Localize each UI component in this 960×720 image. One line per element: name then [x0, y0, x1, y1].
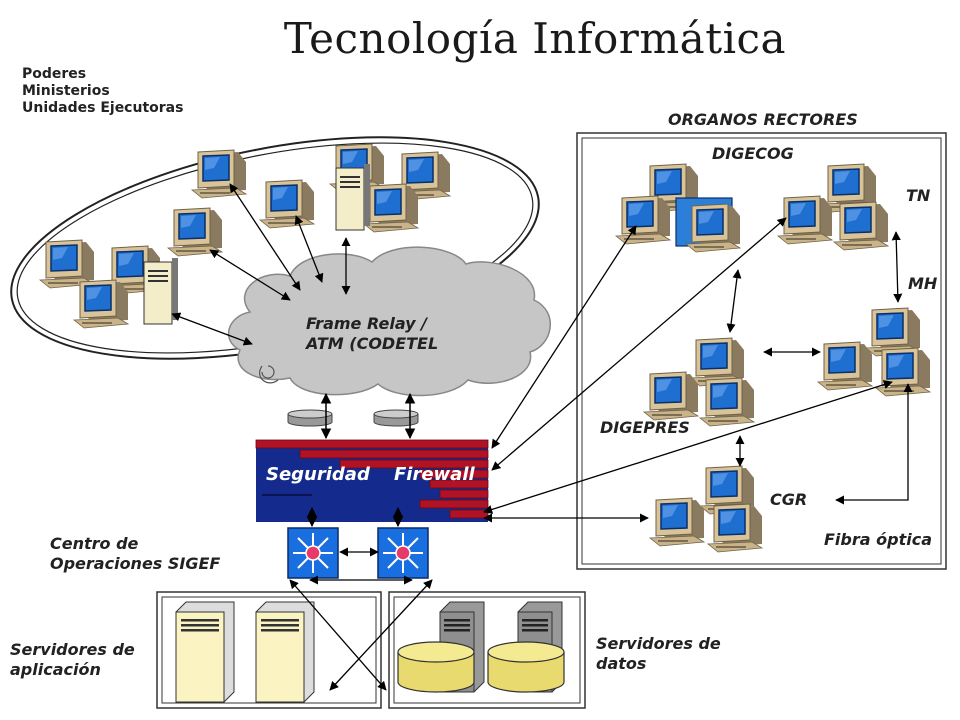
pc-icon	[259, 179, 315, 229]
app-server-icon	[255, 601, 315, 703]
digepres-label: DIGEPRES	[600, 418, 690, 437]
cgr-label: CGR	[770, 490, 808, 509]
server-tower-icon	[335, 163, 371, 231]
centro-operaciones-label: Centro de Operaciones SIGEF	[50, 534, 221, 573]
firewall-right-label: Firewall	[394, 464, 475, 485]
data-servers-label: Servidores de datos	[596, 634, 721, 673]
app-servers-label: Servidores de aplicación	[10, 640, 135, 679]
disk-icon	[397, 641, 475, 693]
pc-icon	[167, 207, 223, 257]
pc-icon	[833, 201, 889, 251]
app-server-icon	[175, 601, 235, 703]
fibra-optica-label: Fibra óptica	[824, 530, 932, 549]
firewall-wall	[255, 439, 489, 522]
pc-icon	[699, 377, 755, 427]
organos-rectores-label: ORGANOS RECTORES	[668, 110, 858, 129]
pc-icon	[73, 279, 129, 329]
disk-icon	[487, 641, 565, 693]
pc-icon	[817, 341, 873, 391]
switch-icon	[377, 527, 429, 579]
pc-icon	[615, 195, 671, 245]
pc-icon	[191, 149, 247, 199]
pc-icon	[777, 195, 833, 245]
pc-icon	[363, 183, 419, 233]
switch-icon	[287, 527, 339, 579]
mh-label: MH	[908, 274, 938, 293]
pc-icon	[875, 347, 931, 397]
pc-icon	[643, 371, 699, 421]
pc-icon	[39, 239, 95, 289]
pc-icon	[649, 497, 705, 547]
connections	[171, 183, 903, 691]
pc-icon	[707, 503, 763, 553]
pc-icon	[685, 203, 741, 253]
poderes-label: Poderes Ministerios Unidades Ejecutoras	[22, 66, 184, 116]
tn-label: TN	[906, 186, 931, 205]
digecog-label: DIGECOG	[712, 144, 794, 163]
router-pads	[287, 409, 419, 427]
firewall-left-label: Seguridad	[266, 464, 370, 485]
cloud-label: Frame Relay / ATM (CODETEL	[306, 314, 439, 353]
page-title: Tecnología Informática	[283, 14, 787, 63]
